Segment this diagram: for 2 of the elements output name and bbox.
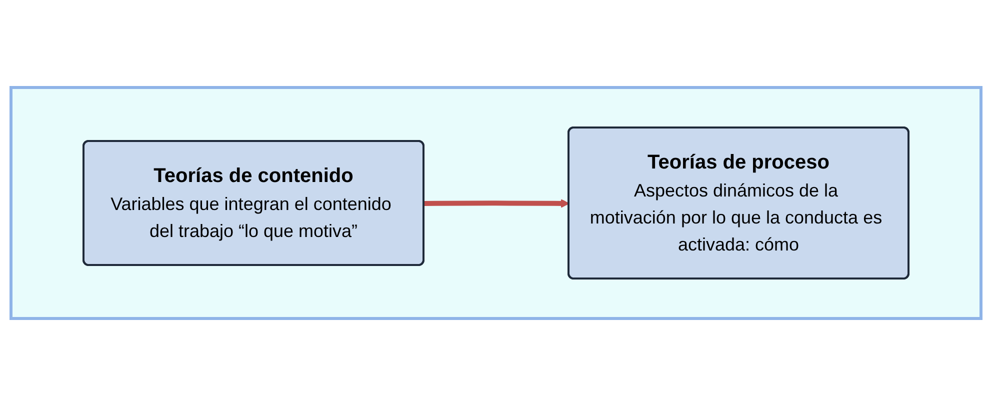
cluster [10, 86, 982, 320]
arrow [424, 199, 570, 208]
